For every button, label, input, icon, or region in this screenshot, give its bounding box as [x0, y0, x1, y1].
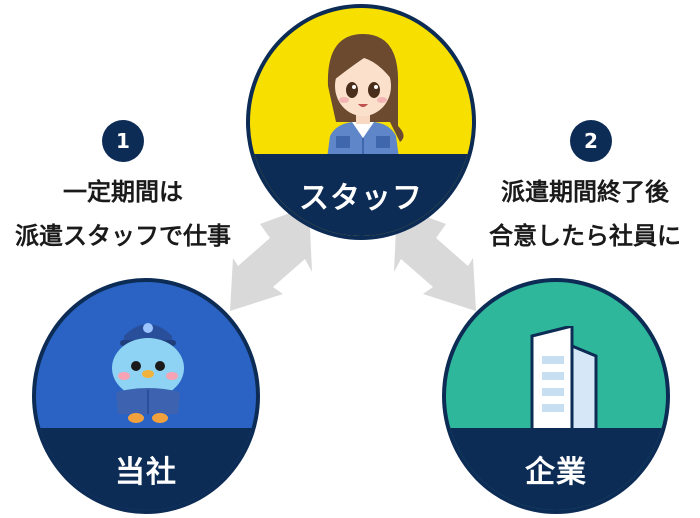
step-2-line-1: 派遣期間終了後 — [501, 178, 669, 206]
step-1-badge: 1 — [102, 120, 144, 162]
client-label: 企業 — [525, 455, 587, 490]
step-2-line-2: 合意したら社員に — [489, 222, 681, 250]
step-1-line-1: 一定期間は — [63, 178, 183, 206]
client-label-band: 企業 — [446, 428, 666, 510]
step-2-badge: 2 — [570, 120, 612, 162]
woman-staff-icon — [326, 34, 404, 166]
step-1-number: 1 — [116, 129, 130, 153]
staff-label-band: スタッフ — [250, 154, 472, 236]
office-building-icon — [530, 326, 598, 436]
client-node: 企業 — [442, 278, 670, 514]
staff-node: スタッフ — [246, 4, 476, 240]
step-1-description: 一定期間は 派遣スタッフで仕事 — [0, 170, 246, 258]
company-self-label: 当社 — [115, 455, 177, 490]
bird-mascot-icon — [112, 323, 184, 423]
company-self-node: 当社 — [32, 278, 260, 514]
step-1-line-2: 派遣スタッフで仕事 — [15, 222, 231, 250]
company-self-label-band: 当社 — [36, 428, 256, 510]
step-2-description: 派遣期間終了後 合意したら社員に — [470, 170, 700, 258]
staff-label: スタッフ — [299, 181, 423, 216]
step-2-number: 2 — [584, 129, 598, 153]
